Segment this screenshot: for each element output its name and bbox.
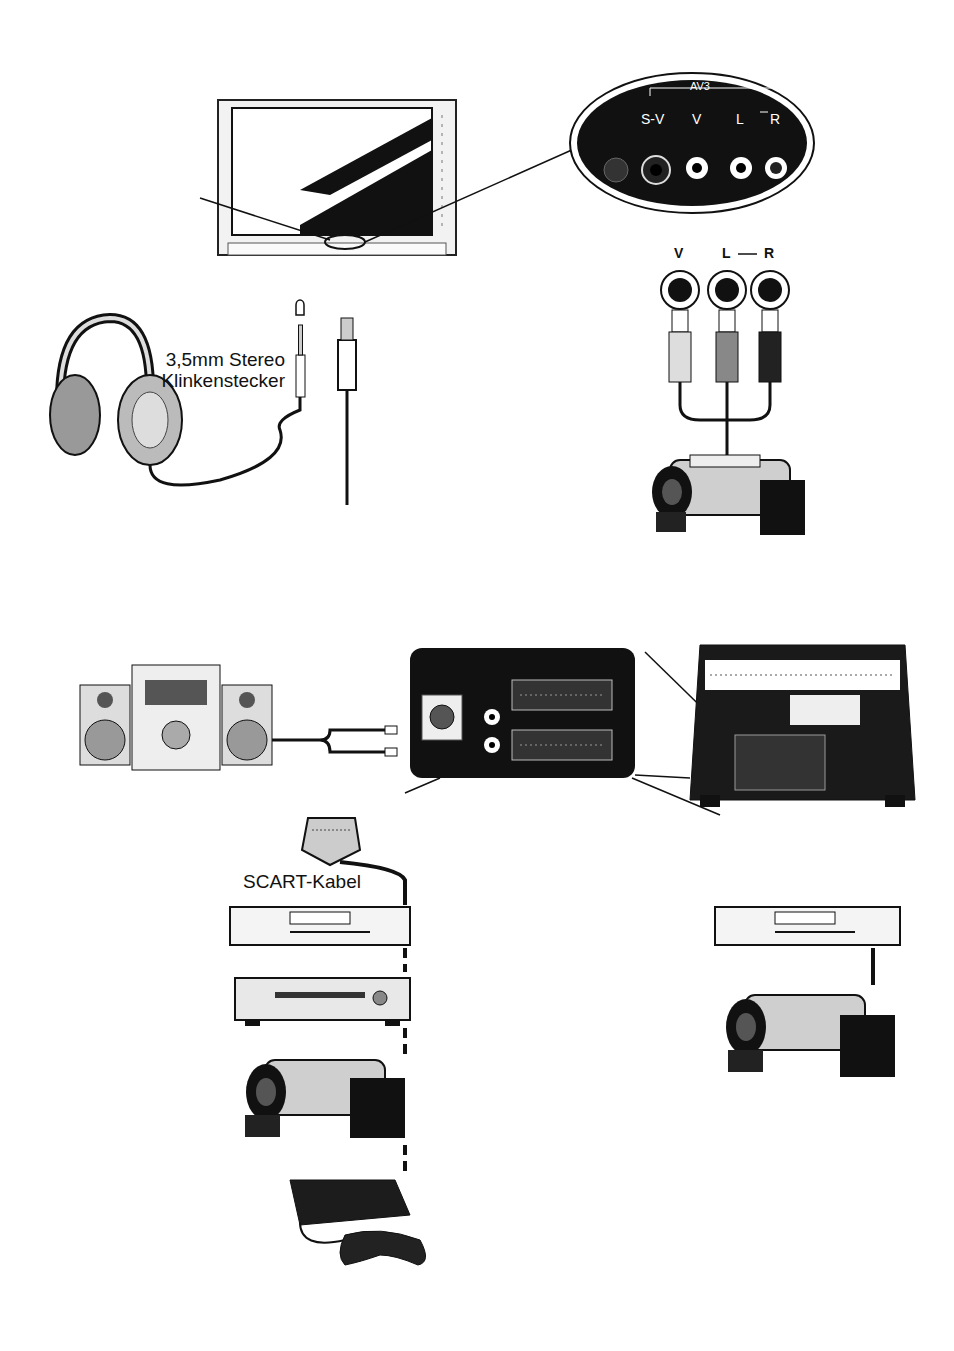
tv-front xyxy=(200,100,583,255)
port-label: L xyxy=(736,112,744,127)
camcorder xyxy=(652,455,805,535)
port-group-label: AV3 xyxy=(690,80,710,92)
tv-rear xyxy=(690,645,915,807)
plug-label: L xyxy=(722,246,731,261)
rear-panel xyxy=(405,648,730,815)
device-column xyxy=(230,907,426,1265)
plug-label: R xyxy=(764,246,774,261)
cable-label: SCART-Kabel xyxy=(243,872,361,893)
hifi-system xyxy=(80,665,397,770)
connector-label: 3,5mm Stereo Klinkenstecker xyxy=(150,350,285,392)
plug-label: V xyxy=(674,246,683,261)
device-column-right xyxy=(715,907,900,1077)
av-panel xyxy=(570,73,814,213)
port-label: R xyxy=(770,112,780,127)
headphones xyxy=(50,300,356,505)
rca-plugs xyxy=(661,254,789,458)
port-label: V xyxy=(692,112,701,127)
port-label: S-V xyxy=(641,112,664,127)
